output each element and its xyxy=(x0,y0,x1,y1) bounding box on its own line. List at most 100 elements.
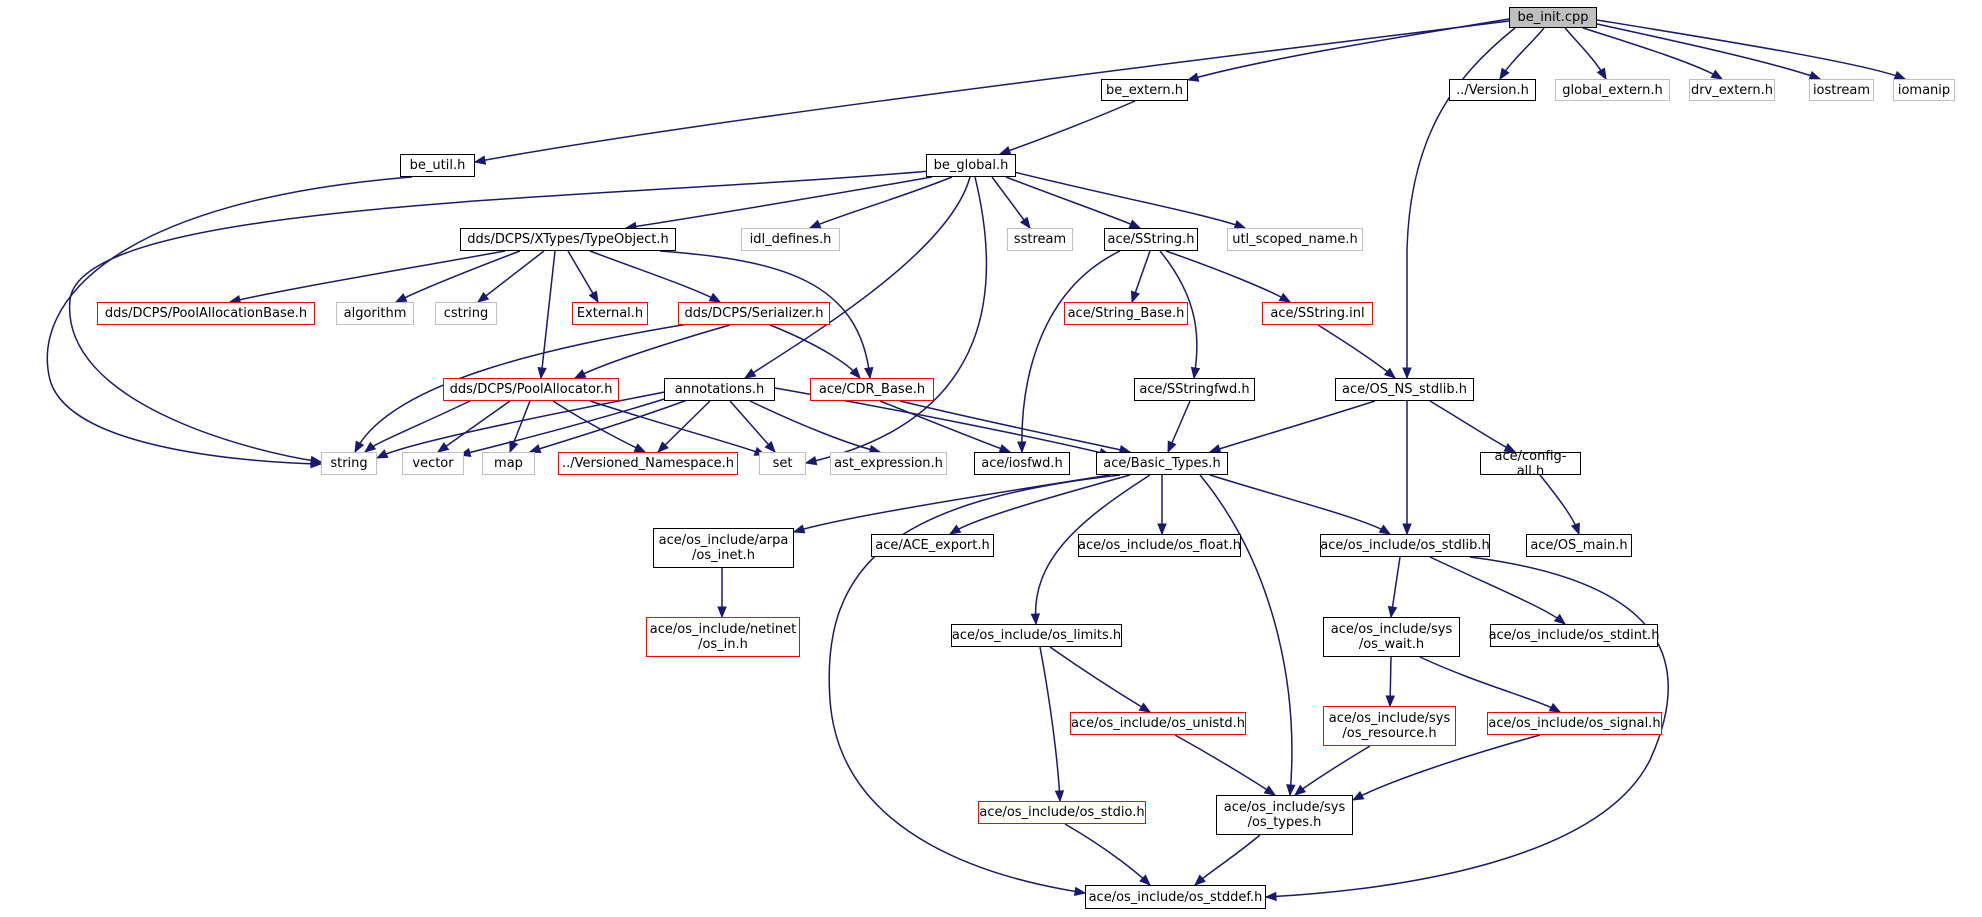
node-os-ns-stdlib[interactable]: ace/OS_NS_stdlib.h xyxy=(1335,378,1474,401)
node-label: ace/iosfwd.h xyxy=(981,456,1063,471)
edge-be-init-to-os-ns-stdlib-arrowhead xyxy=(1402,367,1412,380)
node-label: dds/DCPS/Serializer.h xyxy=(684,306,824,321)
node-label: dds/DCPS/PoolAllocator.h xyxy=(449,382,613,397)
node-label: ace/os_include/netinet /os_in.h xyxy=(649,622,797,652)
node-be-util[interactable]: be_util.h xyxy=(400,154,475,177)
node-typeobject[interactable]: dds/DCPS/XTypes/TypeObject.h xyxy=(460,228,676,251)
node-os-signal[interactable]: ace/os_include/os_signal.h xyxy=(1487,712,1662,735)
node-os-stdint[interactable]: ace/os_include/os_stdint.h xyxy=(1489,624,1659,647)
node-os-stddef[interactable]: ace/os_include/os_stddef.h xyxy=(1085,885,1266,909)
node-label: be_global.h xyxy=(933,158,1009,173)
node-utl-scoped[interactable]: utl_scoped_name.h xyxy=(1227,228,1363,251)
edge-annotations-to-versioned-ns xyxy=(657,400,711,453)
node-os-in[interactable]: ace/os_include/netinet /os_in.h xyxy=(646,617,800,657)
node-drv-extern[interactable]: drv_extern.h xyxy=(1689,79,1775,101)
node-os-limits[interactable]: ace/os_include/os_limits.h xyxy=(951,624,1122,647)
edge-sstring-to-iosfwd xyxy=(1021,250,1121,453)
edge-sstring-inl-to-os-ns-stdlib-arrowhead xyxy=(1383,367,1397,379)
edge-be-extern-to-be-global xyxy=(999,100,1136,155)
edge-typeobject-to-cdr-base-arrowhead xyxy=(864,367,874,380)
edge-be-global-to-set-arrowhead xyxy=(804,456,818,466)
node-string[interactable]: string xyxy=(321,452,377,475)
node-cdr-base[interactable]: ace/CDR_Base.h xyxy=(810,378,934,401)
node-os-main[interactable]: ace/OS_main.h xyxy=(1526,534,1632,557)
node-label: iostream xyxy=(1812,82,1871,98)
node-be-global[interactable]: be_global.h xyxy=(926,154,1016,177)
node-idl-defines[interactable]: idl_defines.h xyxy=(741,228,840,251)
edge-poolallocator-to-vector xyxy=(437,400,511,453)
edge-poolallocator-to-map-arrowhead xyxy=(509,440,519,454)
edge-be-global-to-string-arrowhead xyxy=(309,455,323,466)
node-os-unistd[interactable]: ace/os_include/os_unistd.h xyxy=(1070,712,1246,735)
edge-be-global-to-sstream xyxy=(991,176,1031,229)
edge-os-unistd-to-os-types-arrowhead xyxy=(1263,785,1277,796)
edge-os-signal-to-os-types xyxy=(1352,734,1541,801)
node-string-base[interactable]: ace/String_Base.h xyxy=(1064,302,1188,325)
edge-annotations-to-vector xyxy=(459,393,681,456)
node-ast-expression[interactable]: ast_expression.h xyxy=(830,452,947,475)
edge-be-init-to-iomanip xyxy=(1596,19,1906,80)
node-label: string xyxy=(330,456,368,471)
node-config-all[interactable]: ace/config-all.h xyxy=(1480,449,1581,479)
node-vector[interactable]: vector xyxy=(402,452,464,475)
node-sstream[interactable]: sstream xyxy=(1007,228,1073,251)
node-os-stdlib[interactable]: ace/os_include/os_stdlib.h xyxy=(1320,534,1490,557)
node-os-types[interactable]: ace/os_include/sys /os_types.h xyxy=(1216,795,1353,835)
node-sstring[interactable]: ace/SString.h xyxy=(1104,228,1198,251)
edge-cdr-base-to-basic-types xyxy=(899,400,1131,453)
node-iosfwd[interactable]: ace/iosfwd.h xyxy=(974,452,1070,475)
node-be-extern[interactable]: be_extern.h xyxy=(1101,79,1188,101)
edge-os-limits-to-os-unistd-arrowhead xyxy=(1138,702,1152,713)
node-os-inet[interactable]: ace/os_include/arpa /os_inet.h xyxy=(653,528,794,568)
edge-be-global-to-annotations xyxy=(744,176,971,379)
edge-serializer-to-poolallocator xyxy=(574,324,731,379)
node-poolallocator[interactable]: dds/DCPS/PoolAllocator.h xyxy=(443,378,619,401)
node-os-float[interactable]: ace/os_include/os_float.h xyxy=(1078,534,1241,557)
node-be-init: be_init.cpp xyxy=(1509,7,1597,28)
edge-be-init-to-global-extern-arrowhead xyxy=(1596,67,1607,81)
node-basic-types[interactable]: ace/Basic_Types.h xyxy=(1096,452,1228,475)
node-label: ace/os_include/os_limits.h xyxy=(951,628,1122,643)
node-versioned-ns[interactable]: ../Versioned_Namespace.h xyxy=(558,452,738,475)
node-algorithm[interactable]: algorithm xyxy=(336,302,414,325)
node-label: ace/os_include/sys /os_wait.h xyxy=(1330,622,1453,652)
node-set[interactable]: set xyxy=(759,452,806,475)
node-iostream[interactable]: iostream xyxy=(1809,79,1874,101)
node-label: be_init.cpp xyxy=(1517,10,1589,25)
node-ace-export[interactable]: ace/ACE_export.h xyxy=(871,534,994,557)
edge-sstringfwd-to-basic-types-arrowhead xyxy=(1167,440,1177,454)
edge-sstring-to-iosfwd-arrowhead xyxy=(1017,441,1027,454)
edge-basic-types-to-os-stddef-arrowhead xyxy=(1073,886,1087,897)
edge-basic-types-to-os-stdlib-arrowhead xyxy=(1378,524,1392,535)
node-label: ace/os_include/os_signal.h xyxy=(1488,716,1661,731)
node-label: ace/SString.h xyxy=(1107,232,1195,247)
node-os-wait[interactable]: ace/os_include/sys /os_wait.h xyxy=(1323,617,1460,657)
edge-annotations-to-map-arrowhead xyxy=(528,444,542,454)
edge-config-all-to-os-main-arrowhead xyxy=(1570,522,1580,536)
edge-annotations-to-set xyxy=(729,400,776,453)
edge-typeobject-to-cdr-base xyxy=(659,250,871,379)
edge-os-types-to-os-stddef-arrowhead xyxy=(1193,874,1206,886)
node-sstring-inl[interactable]: ace/SString.inl xyxy=(1262,302,1373,325)
node-external[interactable]: External.h xyxy=(572,302,648,325)
node-os-stdio[interactable]: ace/os_include/os_stdio.h xyxy=(978,801,1146,824)
edge-basic-types-to-os-stdlib xyxy=(1209,474,1391,535)
node-os-resource[interactable]: ace/os_include/sys /os_resource.h xyxy=(1323,706,1456,746)
node-sstringfwd[interactable]: ace/SStringfwd.h xyxy=(1134,378,1255,401)
node-label: ace/SStringfwd.h xyxy=(1139,382,1250,397)
node-version[interactable]: ../Version.h xyxy=(1449,79,1536,101)
edge-serializer-to-string-arrowhead xyxy=(354,440,365,454)
node-iomanip[interactable]: iomanip xyxy=(1893,79,1955,101)
node-poolallocbase[interactable]: dds/DCPS/PoolAllocationBase.h xyxy=(97,302,315,325)
node-map[interactable]: map xyxy=(482,452,535,475)
node-label: ace/os_include/os_stdio.h xyxy=(979,805,1145,820)
node-label: iomanip xyxy=(1897,82,1951,98)
edge-annotations-to-string-arrowhead xyxy=(375,449,389,459)
node-cstring[interactable]: cstring xyxy=(435,302,497,325)
node-serializer[interactable]: dds/DCPS/Serializer.h xyxy=(678,302,830,325)
edge-poolallocator-to-set xyxy=(589,400,766,456)
node-label: ace/os_include/os_stddef.h xyxy=(1088,889,1263,905)
edge-sstring-to-sstringfwd xyxy=(1159,250,1198,379)
node-global-extern[interactable]: global_extern.h xyxy=(1555,79,1670,101)
node-annotations[interactable]: annotations.h xyxy=(664,378,775,401)
